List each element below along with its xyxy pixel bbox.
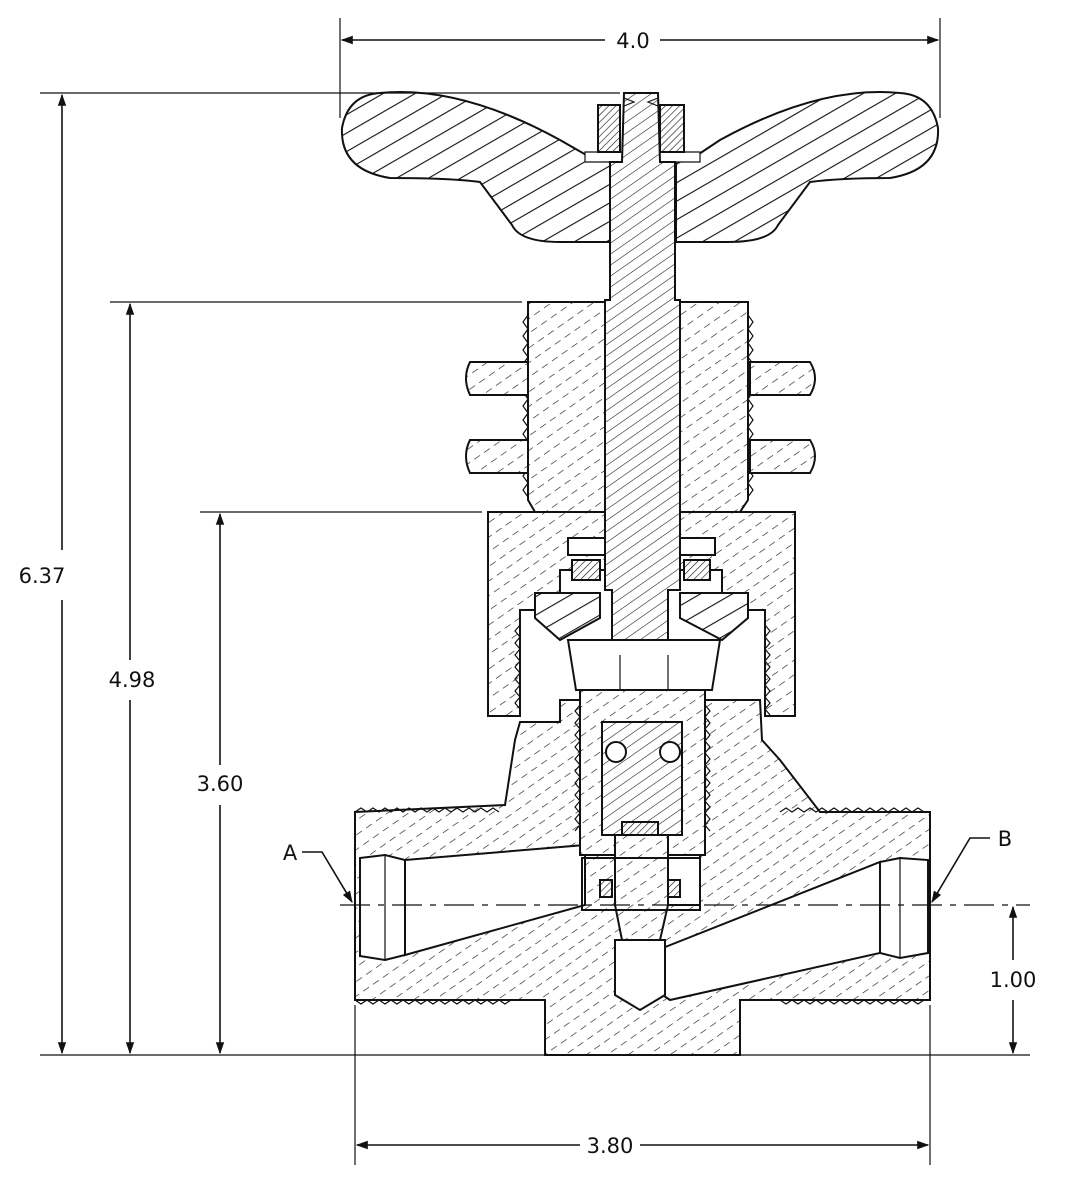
valve-stem — [604, 92, 681, 656]
bonnet-nut — [487, 511, 796, 717]
dim-label-body-height: 3.60 — [197, 772, 244, 796]
dim-label-port-height: 1.00 — [990, 968, 1037, 992]
dim-label-handwheel-width: 4.0 — [616, 29, 649, 53]
outlet-port-bore — [643, 856, 929, 1002]
dimension-handwheel-width: 4.0 — [339, 18, 941, 118]
valve-seat — [581, 821, 701, 941]
dim-label-body-length: 3.80 — [587, 1134, 634, 1158]
dimension-body-length: 3.80 — [354, 1005, 931, 1165]
handwheel — [340, 91, 940, 243]
dim-label-bonnet-height: 4.98 — [109, 668, 156, 692]
dimension-bonnet-height: 4.98 — [109, 301, 522, 1055]
inlet-port-bore — [359, 843, 586, 962]
port-a-leader: A — [283, 841, 353, 904]
panel-nut-upper — [465, 361, 816, 396]
port-b-leader: B — [931, 827, 1012, 904]
dimension-body-height: 3.60 — [197, 511, 482, 1055]
port-a-label: A — [283, 841, 298, 865]
stem-nut — [597, 104, 685, 153]
center-drilling — [614, 939, 666, 1012]
dimension-port-height: 1.00 — [740, 905, 1037, 1056]
packing-gland — [534, 537, 749, 642]
dimension-overall-height: 6.37 — [19, 92, 620, 1056]
dim-label-overall-height: 6.37 — [19, 564, 66, 588]
panel-nut-lower — [465, 439, 816, 474]
valve-plug — [574, 689, 711, 856]
port-b-label: B — [998, 827, 1012, 851]
stem-spacer — [566, 639, 722, 691]
